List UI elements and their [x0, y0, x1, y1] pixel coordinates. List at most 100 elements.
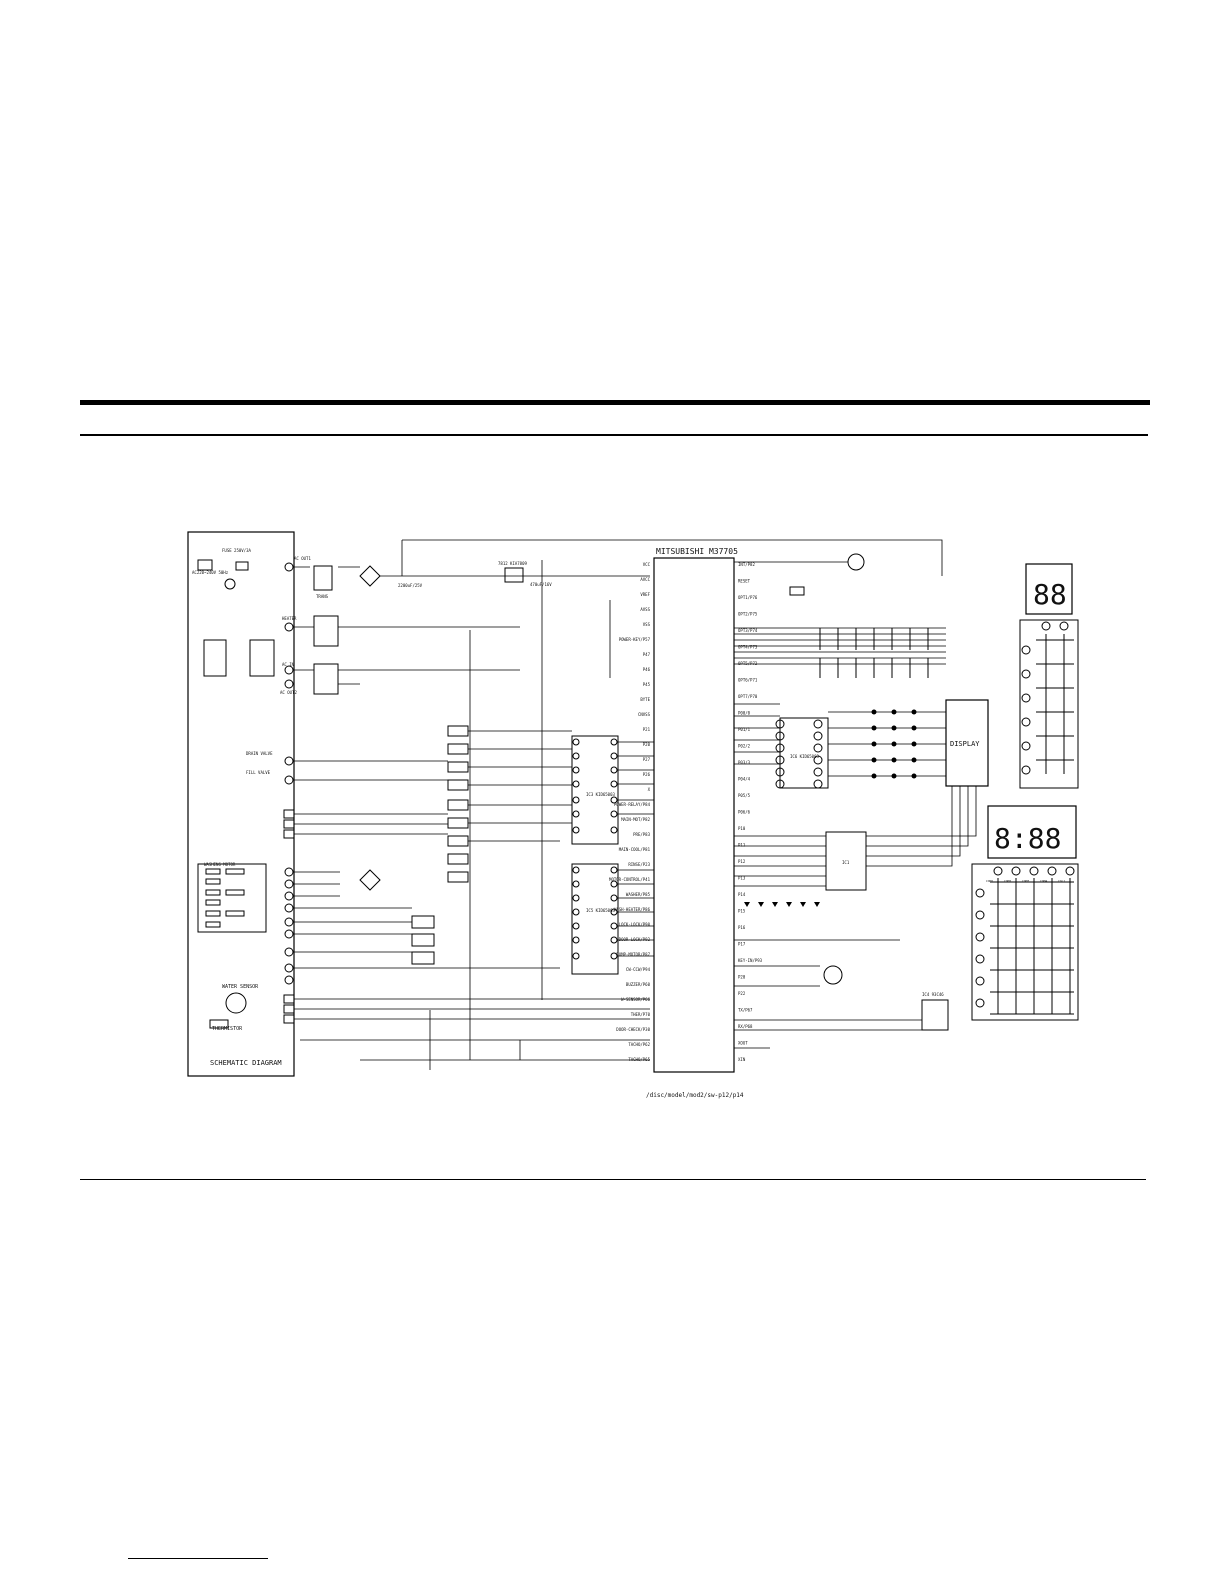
mcu-pin-left: XIN — [738, 1057, 746, 1062]
mcu-pin-right: CNVSS — [638, 712, 651, 717]
conn-wash-motor: WASHING MOTOR — [204, 862, 236, 867]
segment-map-top-rows — [1021, 621, 1069, 775]
water-sensor-label: WATER SENSOR — [222, 984, 259, 990]
conn-fill-valve: FILL VALVE — [246, 770, 271, 775]
mcu-pin-left: OPT6/P71 — [738, 678, 758, 683]
driver-ic-5-label: IC5 KID65003 — [586, 908, 615, 913]
mcu-pin-right: DOOR-LOCK/P92 — [619, 937, 651, 942]
thermistor-label: THERMISTOR — [212, 1026, 243, 1032]
mcu-pin-right: VCC — [643, 562, 651, 567]
mcu-pin-left: P10 — [738, 826, 746, 831]
mcu-label: MITSUBISHI M37705 — [656, 547, 738, 556]
mcu-pin-right: POWER-RELAY/P84 — [614, 802, 651, 807]
ic1-chip — [825, 831, 867, 891]
mcu-pin-left: OPT1/P76 — [738, 595, 758, 600]
segment-map-bottom — [971, 863, 1079, 1021]
mcu-left-pin-labels: INT/P82RESETOPT1/P76OPT2/P75OPT3/P74OPT4… — [738, 562, 763, 1062]
panel-caption: SCHEMATIC DIAGRAM — [210, 1059, 282, 1067]
header-rule-thin — [80, 434, 1148, 436]
mains-label: AC220~240V 50Hz — [192, 570, 229, 575]
mcu-pin-right: MAIN-MOT/P82 — [621, 817, 650, 822]
mcu-pin-right: W-SENSOR/P66 — [621, 997, 650, 1002]
eeprom-chip — [921, 999, 949, 1031]
mcu-pin-left: P13 — [738, 876, 746, 881]
mcu-pin-right: P21 — [643, 727, 651, 732]
transformer-label: TRANS — [316, 594, 329, 599]
mcu-pin-right: P45 — [643, 682, 651, 687]
mcu-pin-right: MAIN-COOL/P81 — [619, 847, 651, 852]
driver-ic-pins — [572, 738, 618, 960]
mcu-pin-right: BYTE — [640, 697, 650, 702]
footer-rule — [80, 1179, 1146, 1180]
mcu-pin-left: P02/2 — [738, 744, 751, 749]
conn-acout1: AC OUT1 — [294, 556, 311, 561]
key-diode-row — [744, 902, 820, 907]
driver-ic-3 — [571, 735, 619, 845]
segment-map-bottom-rows — [975, 866, 1075, 1008]
conn-acout2: AC OUT2 — [280, 690, 297, 695]
seven-segment-main — [987, 805, 1077, 859]
mcu-pin-left: P22 — [738, 991, 746, 996]
thermistor-symbol — [209, 1019, 229, 1029]
mcu-pin-left: OPT2/P75 — [738, 612, 758, 617]
water-sensor-symbol — [225, 992, 247, 1014]
mcu-pin-right: AVSS — [640, 607, 650, 612]
eeprom-label: IC4 93C46 — [922, 992, 944, 997]
motor-connector-rows — [205, 868, 245, 928]
noise-filter-block — [249, 639, 275, 677]
conn-heater: HEATER — [282, 616, 297, 621]
bridge-rectifier-2 — [359, 869, 381, 891]
mcu-pin-right: THER/P70 — [631, 1012, 651, 1017]
mcu-pin-right: P47 — [643, 652, 651, 657]
cap2-label: 470uF/16V — [530, 582, 552, 587]
triac-stack — [447, 725, 469, 883]
mains-plug — [197, 559, 213, 571]
mcu-pin-left: P16 — [738, 925, 746, 930]
bridge-rectifier — [359, 565, 381, 587]
mcu-pin-left: P05/5 — [738, 793, 751, 798]
mcu-pin-left: P20 — [738, 975, 746, 980]
mcu-pin-right: TACHO/P65 — [628, 1057, 650, 1062]
relay5-symbol — [411, 951, 435, 965]
svg-text:COM3: COM3 — [1022, 879, 1029, 883]
mcu-pin-right: WASH-HEATER/P86 — [614, 907, 651, 912]
mcu-pin-left: P06/6 — [738, 810, 751, 815]
mcu-pin-left: P12 — [738, 859, 746, 864]
mcu-pin-right: PRE/P83 — [633, 832, 650, 837]
driver-ic-5 — [571, 863, 619, 975]
mcu-pin-left: RX/P68 — [738, 1024, 753, 1029]
mcu-pin-right: P26 — [643, 772, 651, 777]
mcu-pin-left: OPT5/P72 — [738, 661, 758, 666]
mcu-pin-right: PUMP-MOTOR/P87 — [616, 952, 650, 957]
mcu-pin-left: RESET — [738, 579, 751, 584]
mcu-pin-right: TACHO/P62 — [628, 1042, 650, 1047]
header-rule-thick — [80, 400, 1150, 405]
segment-map-top — [1019, 619, 1079, 789]
segment-map-top-grid — [1036, 634, 1074, 774]
mcu-pin-left: P17 — [738, 942, 746, 947]
mcu-pin-right: POWER-KEY/P57 — [619, 637, 651, 642]
display-module — [945, 699, 989, 787]
mcu-pin-right: BUZZER/P60 — [626, 982, 651, 987]
mcu-pin-left: TX/P67 — [738, 1008, 753, 1013]
mcu-pin-left: XOUT — [738, 1041, 748, 1046]
left-connector-panel — [187, 531, 295, 1077]
mcu-pin-left: P00/0 — [738, 711, 751, 716]
wiring — [294, 539, 977, 1070]
segment-map-bottom-grid — [990, 878, 1074, 1015]
mcu-pin-right: RINSE/P23 — [628, 862, 650, 867]
reset-ic — [789, 586, 805, 596]
mcu-pin-left: P15 — [738, 909, 746, 914]
relay3-symbol — [411, 915, 435, 929]
mcu-pin-right: VSS — [643, 622, 651, 627]
seven-segment-top-digits: 88 — [1033, 578, 1067, 611]
relay2-symbol — [313, 663, 339, 695]
reset-transistor — [847, 553, 865, 571]
cap-label: 2200uF/25V — [398, 583, 423, 588]
mcu-pin-right: DOOR-CHECK/P30 — [616, 1027, 650, 1032]
mcu-chip — [653, 557, 735, 1073]
regulator-label: 7812 KIA7809 — [498, 561, 527, 566]
mcu-pin-left: OPT7/P70 — [738, 694, 758, 699]
mcu-pin-right: MOTOR-CONTROL/P41 — [609, 877, 651, 882]
svg-text:COM2: COM2 — [1004, 879, 1011, 883]
